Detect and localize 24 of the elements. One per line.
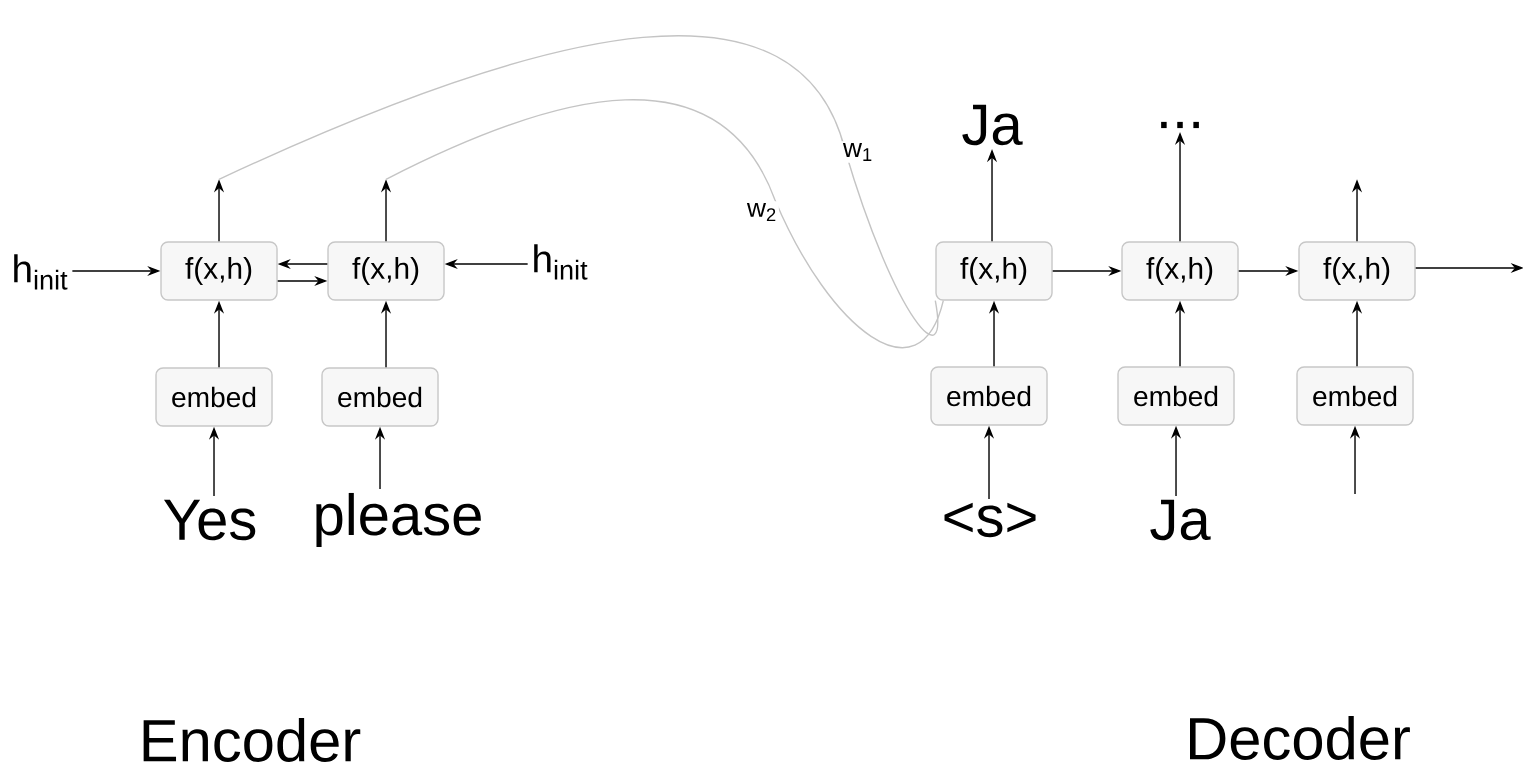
process-box: f(x,h): [327, 241, 445, 301]
word-label: h$_{init}$: [14, 254, 68, 290]
word-label: <s>: [944, 502, 1036, 538]
process-box: f(x,h): [160, 241, 278, 301]
edge-label: w$_{1}$: [841, 141, 875, 163]
section-title: Decoder: [1190, 716, 1410, 760]
process-box: embed: [1296, 366, 1414, 426]
word-label: Yes: [164, 499, 256, 541]
connector-curve: [218, 35, 939, 336]
process-box: embed: [1117, 366, 1235, 426]
word-label: Ja: [1150, 499, 1211, 541]
edge-label: w$_{2}$: [745, 201, 779, 223]
word-label: ...: [1161, 121, 1199, 129]
process-box: embed: [321, 367, 439, 427]
process-box: f(x,h): [935, 241, 1053, 301]
process-box: f(x,h): [1121, 241, 1239, 301]
word-label: Ja: [962, 104, 1023, 146]
process-box: embed: [930, 366, 1048, 426]
word-label: h$_{init}$: [534, 244, 588, 280]
section-title: Encoder: [143, 718, 361, 762]
process-box: embed: [155, 367, 273, 427]
word-label: please: [316, 492, 481, 547]
connector-curve: [385, 99, 944, 349]
process-box: f(x,h): [1298, 241, 1416, 301]
